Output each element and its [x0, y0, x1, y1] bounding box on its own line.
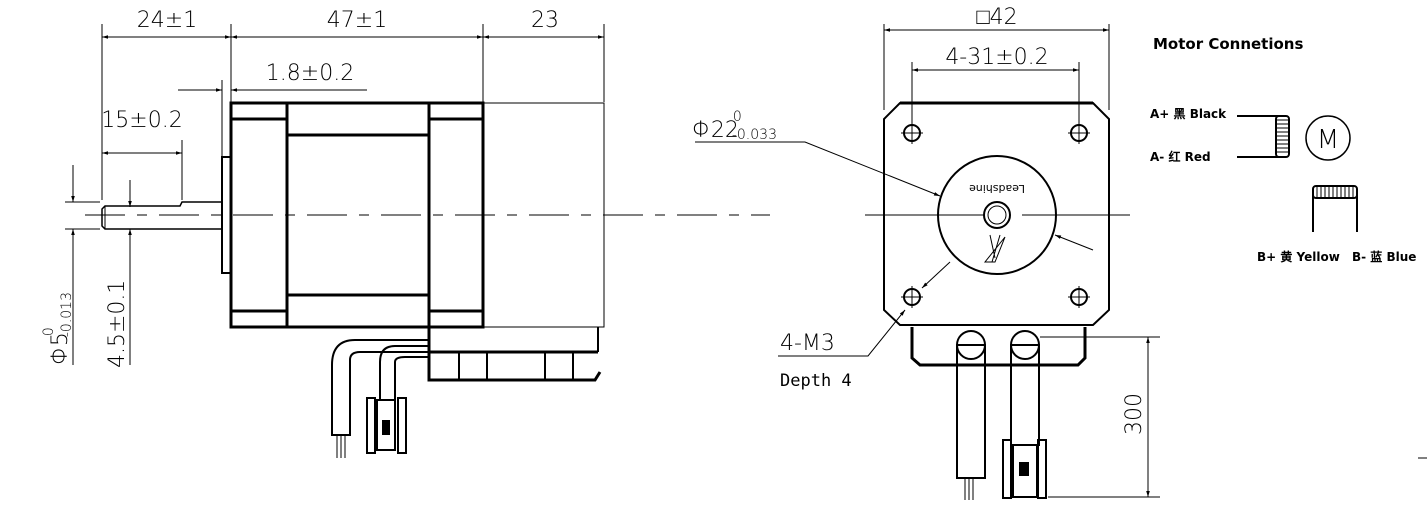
wire-b-minus: B- 蓝 Blue: [1352, 249, 1416, 264]
dim-cable-length: 300: [1122, 393, 1147, 435]
coil-b-icon: [1312, 185, 1358, 199]
wire-b-plus: B+ 黄 Yellow: [1257, 249, 1340, 264]
side-view: 24±1 47±1 23 1.8±0.2 15±0.2 Φ50-0.013 4.…: [41, 8, 770, 458]
dim-body-length: 47±1: [327, 8, 387, 33]
wire-a-minus: A- 红 Red: [1150, 149, 1211, 164]
motor-symbol-label: M: [1317, 125, 1339, 155]
mounting-holes: [901, 122, 1090, 308]
motor-connections: Motor Connetions A+ 黑 Black A- 红 Red M B…: [1150, 35, 1416, 264]
dim-hole-spacing: 4-31±0.2: [945, 45, 1048, 70]
motor-symbol-icon: [1305, 115, 1351, 161]
dim-rear-length: 23: [531, 8, 559, 33]
dim-flat-depth: 4.5±0.1: [105, 280, 130, 368]
wire-a-plus: A+ 黑 Black: [1150, 107, 1227, 121]
dim-boss-diameter: Φ220-0.033: [692, 109, 777, 143]
brand-logo: Leadshine: [969, 182, 1025, 195]
front-view: □42 4-31±0.2 Leadshine Φ220-0.033 4-M3 D…: [692, 5, 1427, 500]
dim-shaft-length: 24±1: [137, 8, 197, 33]
dim-boss-height: 1.8±0.2: [266, 61, 354, 86]
dim-flat-length: 15±0.2: [101, 108, 182, 133]
dim-shaft-diameter: Φ50-0.013: [41, 292, 75, 365]
connections-title: Motor Connetions: [1153, 35, 1303, 53]
dim-square: □42: [976, 5, 1017, 30]
thread-depth: Depth 4: [780, 371, 852, 391]
thread-spec: 4-M3: [780, 331, 835, 356]
